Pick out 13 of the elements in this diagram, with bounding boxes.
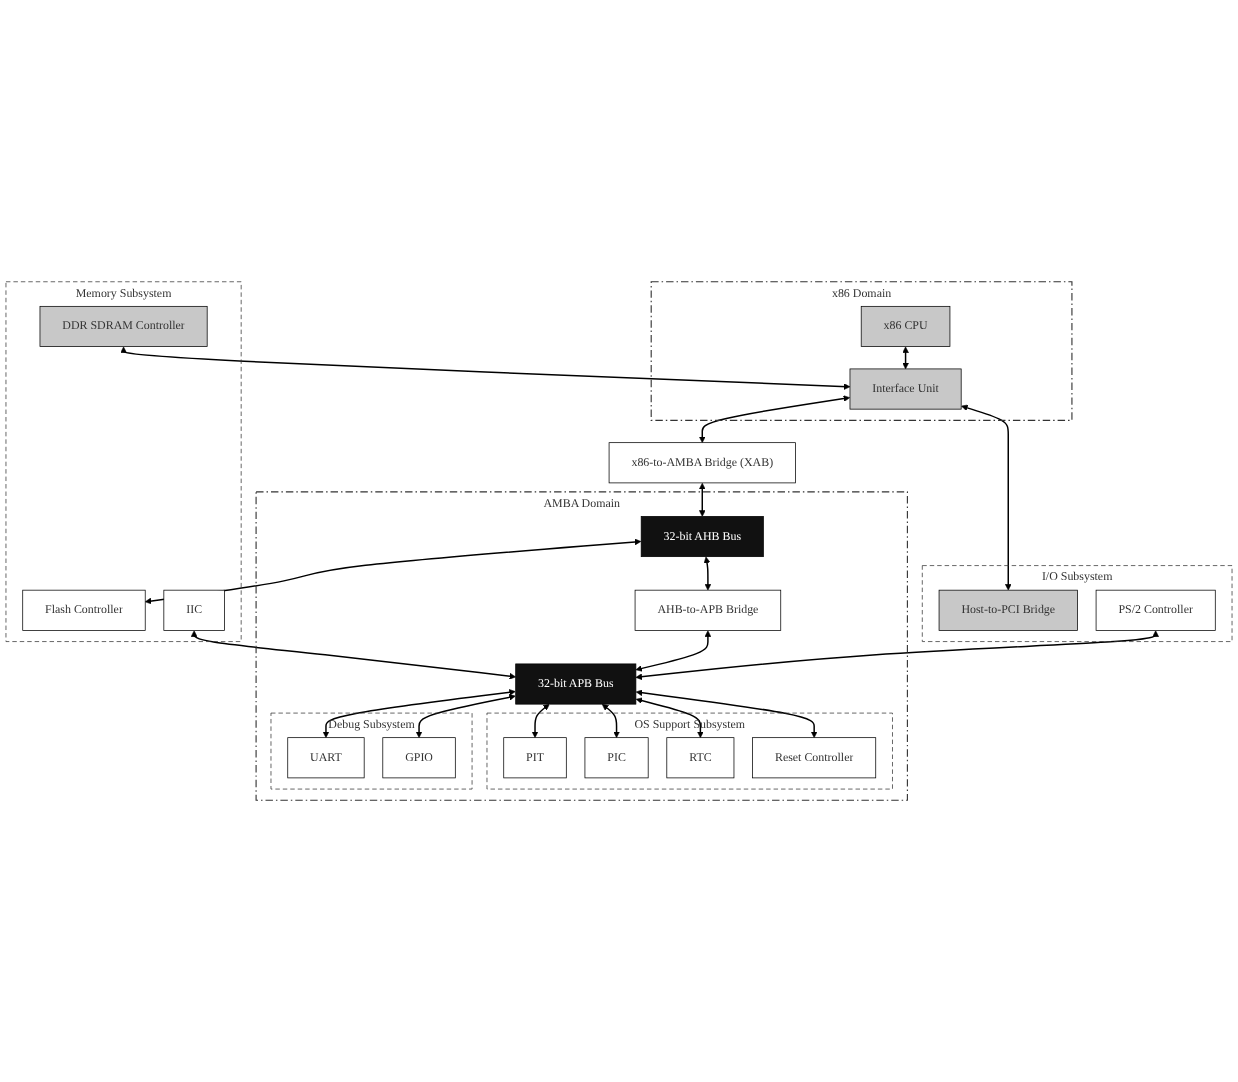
arrow bbox=[902, 346, 909, 370]
arrow bbox=[190, 630, 516, 680]
arrow bbox=[699, 482, 706, 517]
arrow bbox=[635, 630, 1159, 681]
arrow bbox=[635, 697, 704, 738]
arrow bbox=[699, 395, 850, 443]
arrow bbox=[531, 704, 550, 738]
arrow bbox=[120, 346, 851, 390]
arrow bbox=[601, 704, 620, 738]
arrow bbox=[415, 694, 516, 738]
arrow bbox=[635, 630, 712, 672]
arrow bbox=[961, 404, 1012, 591]
arrow bbox=[703, 556, 712, 591]
